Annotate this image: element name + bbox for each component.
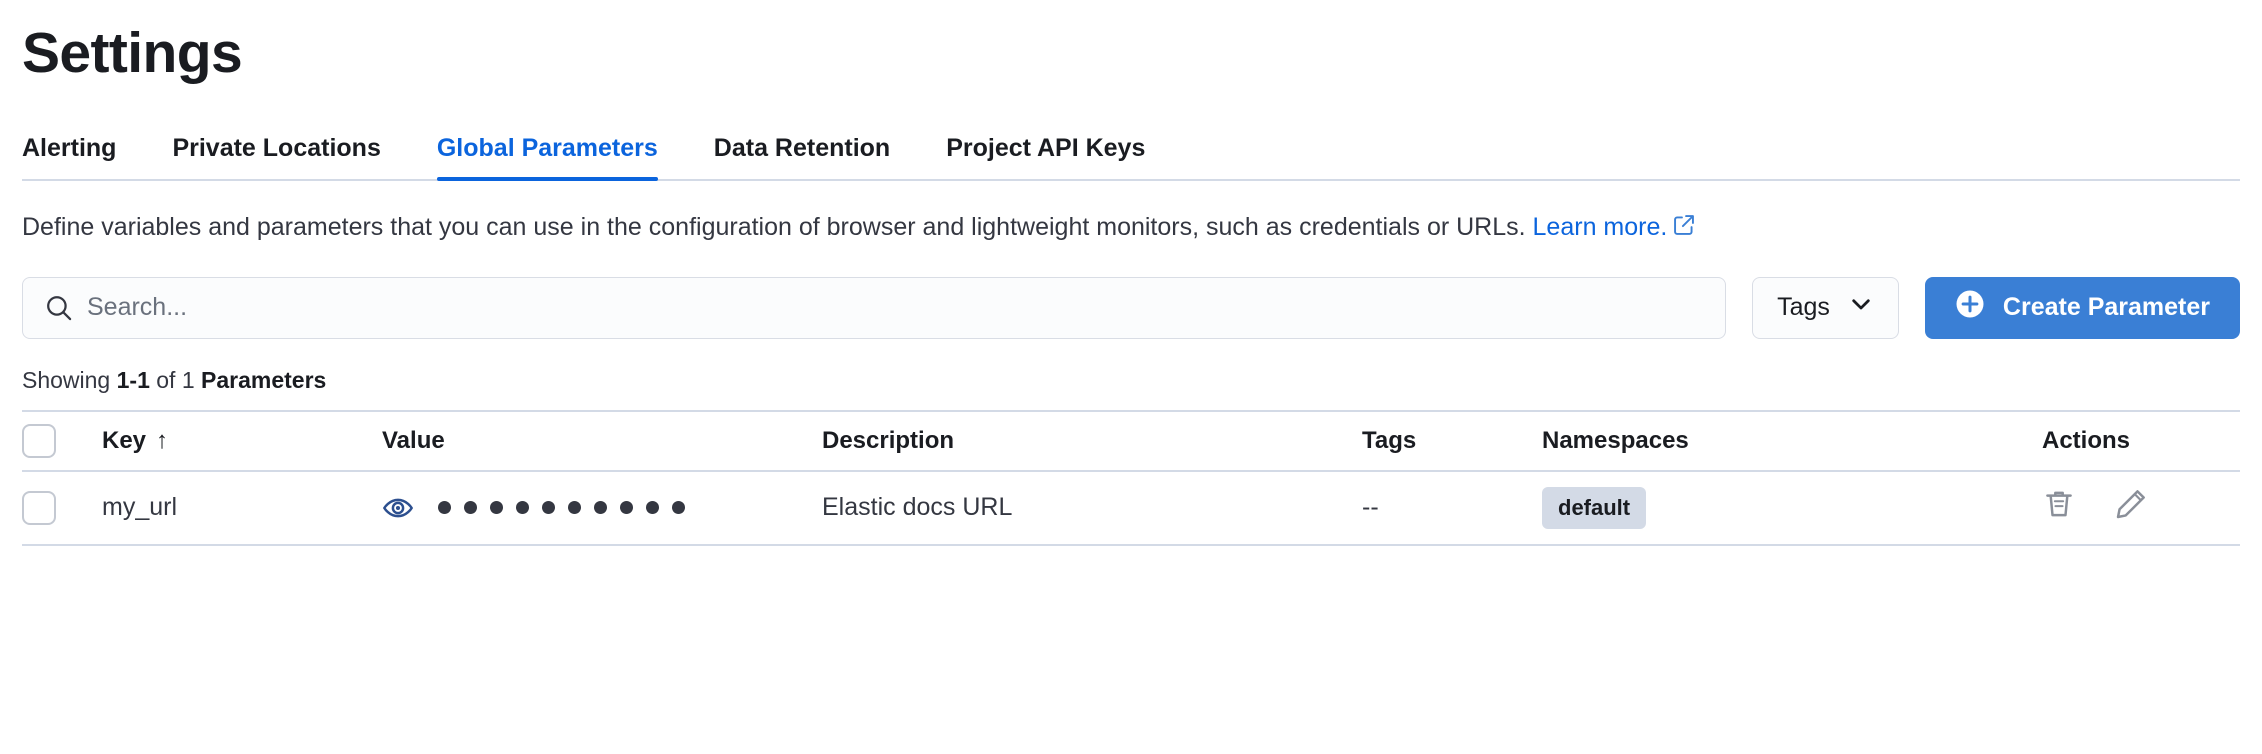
external-link-icon <box>1673 210 1695 247</box>
page-title: Settings <box>22 21 243 85</box>
row-select-checkbox[interactable] <box>22 490 56 525</box>
cell-namespaces: default <box>1542 470 2042 546</box>
table-header-row: Key ↑ Value Description Tags Namespaces A… <box>22 409 2240 472</box>
column-header-description[interactable]: Description <box>822 409 1362 472</box>
parameters-table: Key ↑ Value Description Tags Namespaces A… <box>22 409 2240 546</box>
column-header-value[interactable]: Value <box>382 409 822 472</box>
results-range: 1-1 <box>116 366 150 393</box>
column-header-namespaces[interactable]: Namespaces <box>1542 409 2042 472</box>
cell-description: Elastic docs URL <box>822 470 1362 546</box>
cell-actions <box>2042 470 2240 546</box>
table-body: my_url <box>22 470 2240 546</box>
learn-more-label: Learn more. <box>1532 212 1668 241</box>
tab-private-locations[interactable]: Private Locations <box>144 134 408 179</box>
cell-tags: -- <box>1362 470 1542 546</box>
controls-row: Tags Create Parameter <box>22 276 2240 339</box>
value-cell-inner <box>382 492 822 524</box>
page-description: Define variables and parameters that you… <box>22 209 2200 247</box>
learn-more-link[interactable]: Learn more. <box>1533 213 1696 241</box>
masked-value-dots <box>438 501 685 515</box>
column-header-key-label: Key <box>102 426 147 454</box>
status-badge: default <box>1542 486 1647 529</box>
create-parameter-button[interactable]: Create Parameter <box>1924 276 2240 339</box>
tags-filter-label: Tags <box>1777 293 1830 322</box>
description-text: Define variables and parameters that you… <box>22 212 1526 241</box>
tags-filter-button[interactable]: Tags <box>1752 276 1899 339</box>
row-select-cell <box>22 470 102 546</box>
create-parameter-label: Create Parameter <box>2002 293 2210 322</box>
results-prefix: Showing <box>22 366 117 393</box>
table-header: Key ↑ Value Description Tags Namespaces A… <box>22 409 2240 472</box>
column-header-key[interactable]: Key ↑ <box>102 409 382 472</box>
cell-value <box>382 470 822 546</box>
search-field-wrapper <box>22 276 1727 339</box>
arrow-up-icon: ↑ <box>156 426 169 454</box>
tab-data-retention[interactable]: Data Retention <box>686 134 918 179</box>
chevron-down-icon <box>1848 291 1874 324</box>
results-middle: of 1 <box>149 366 202 393</box>
select-all-header <box>22 409 102 472</box>
column-header-tags[interactable]: Tags <box>1362 409 1542 472</box>
pencil-icon[interactable] <box>2114 487 2148 521</box>
trash-icon[interactable] <box>2042 487 2076 521</box>
search-input[interactable] <box>22 276 1727 339</box>
tab-alerting[interactable]: Alerting <box>22 134 144 179</box>
column-header-actions: Actions <box>2042 409 2240 472</box>
row-action-icons <box>2042 487 2148 521</box>
select-all-checkbox[interactable] <box>22 423 56 458</box>
cell-key: my_url <box>102 470 382 546</box>
eye-icon[interactable] <box>382 492 414 524</box>
table-row: my_url <box>22 470 2240 546</box>
plus-circle-icon <box>1955 289 1985 326</box>
tab-global-parameters[interactable]: Global Parameters <box>409 134 686 181</box>
settings-tabs: Alerting Private Locations Global Parame… <box>22 125 2240 181</box>
tab-project-api-keys[interactable]: Project API Keys <box>918 134 1173 179</box>
results-count: Showing 1-1 of 1 Parameters <box>22 367 2240 394</box>
results-entity: Parameters <box>201 366 327 393</box>
